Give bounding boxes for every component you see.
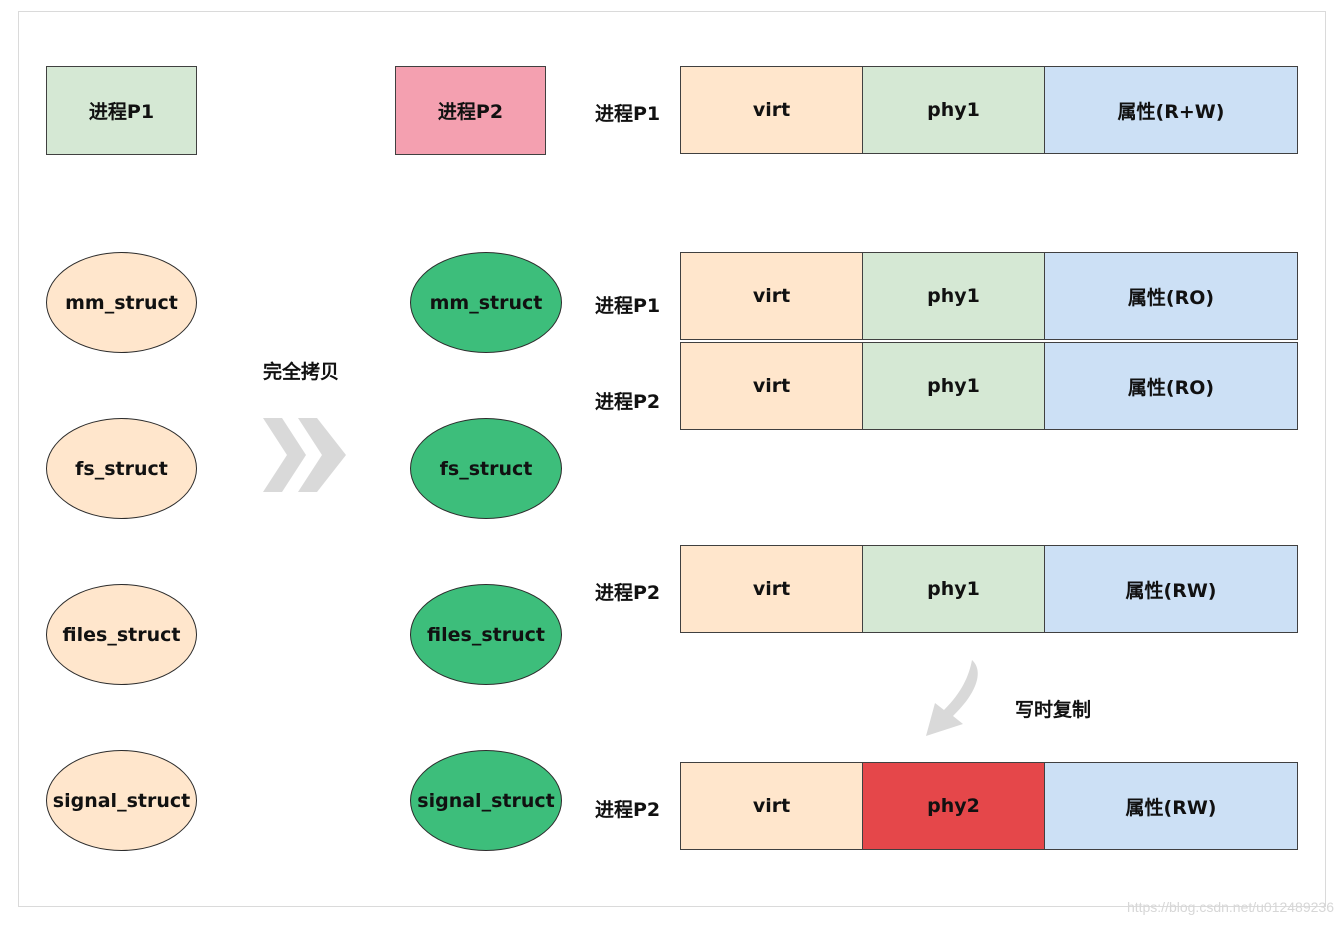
mapping-row-5: virt phy2 属性(RW) — [680, 762, 1298, 850]
process-p2-box: 进程P2 — [395, 66, 546, 155]
mapping-row-1: virt phy1 属性(R+W) — [680, 66, 1298, 154]
struct-label: files_struct — [62, 623, 181, 646]
struct-label: fs_struct — [75, 457, 168, 480]
process-p2-label: 进程P2 — [437, 101, 504, 123]
struct-label: fs_struct — [439, 457, 533, 480]
row-owner-3: 进程P2 — [595, 391, 661, 413]
watermark: https://blog.csdn.net/u012489236 — [1126, 899, 1334, 915]
mapping-row-2: virt phy1 属性(RO) — [680, 252, 1298, 340]
parent-files-struct: files_struct — [46, 584, 197, 685]
copy-on-write-label: 写时复制 — [1015, 699, 1092, 721]
child-mm-struct: mm_struct — [410, 252, 562, 353]
parent-mm-struct: mm_struct — [46, 252, 197, 353]
struct-label: mm_struct — [65, 291, 178, 314]
virt-cell: virt — [680, 66, 863, 154]
virt-cell: virt — [680, 762, 863, 850]
row-owner-5: 进程P2 — [595, 799, 661, 821]
struct-label: signal_struct — [52, 789, 191, 812]
phys-cell: phy1 — [862, 252, 1045, 340]
phys-cell: phy2 — [862, 762, 1045, 850]
struct-label: files_struct — [427, 623, 545, 646]
parent-fs-struct: fs_struct — [46, 418, 197, 519]
full-copy-label: 完全拷贝 — [263, 361, 340, 383]
phys-cell: phy1 — [862, 66, 1045, 154]
virt-cell: virt — [680, 252, 863, 340]
child-signal-struct: signal_struct — [410, 750, 562, 851]
child-fs-struct: fs_struct — [410, 418, 562, 519]
attr-cell: 属性(RO) — [1044, 342, 1298, 430]
row-owner-1: 进程P1 — [595, 103, 661, 125]
diagram-frame — [18, 11, 1326, 907]
virt-cell: virt — [680, 545, 863, 633]
attr-cell: 属性(R+W) — [1044, 66, 1298, 154]
mapping-row-3: virt phy1 属性(RO) — [680, 342, 1298, 430]
process-p1-label: 进程P1 — [88, 101, 155, 123]
child-files-struct: files_struct — [410, 584, 562, 685]
process-p1-box: 进程P1 — [46, 66, 197, 155]
virt-cell: virt — [680, 342, 863, 430]
curved-arrow-icon — [926, 660, 978, 736]
row-owner-4: 进程P2 — [595, 582, 661, 604]
struct-label: signal_struct — [417, 789, 555, 812]
phys-cell: phy1 — [862, 545, 1045, 633]
row-owner-2: 进程P1 — [595, 295, 661, 317]
phys-cell: phy1 — [862, 342, 1045, 430]
parent-signal-struct: signal_struct — [46, 750, 197, 851]
attr-cell: 属性(RO) — [1044, 252, 1298, 340]
double-chevron-icon — [263, 418, 346, 492]
attr-cell: 属性(RW) — [1044, 545, 1298, 633]
struct-label: mm_struct — [429, 291, 543, 314]
attr-cell: 属性(RW) — [1044, 762, 1298, 850]
mapping-row-4: virt phy1 属性(RW) — [680, 545, 1298, 633]
